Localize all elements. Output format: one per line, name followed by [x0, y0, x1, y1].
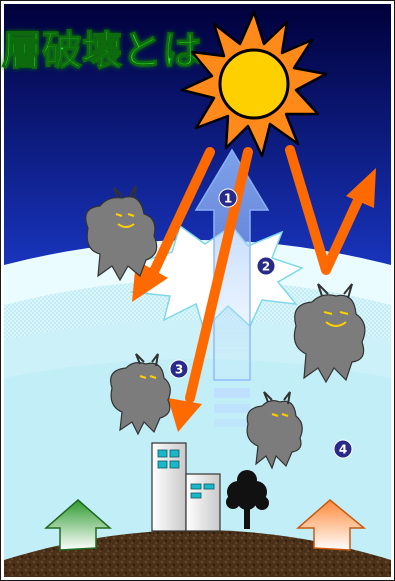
marker-2: 2 — [257, 257, 275, 275]
marker-label: 4 — [339, 443, 347, 457]
marker-label: 3 — [175, 363, 183, 377]
page-title: 層破壊とは — [2, 28, 202, 74]
marker-4: 4 — [334, 440, 352, 458]
marker-1: 1 — [219, 189, 237, 207]
marker-label: 1 — [224, 192, 232, 206]
marker-3: 3 — [170, 360, 188, 378]
marker-label: 2 — [262, 260, 270, 274]
